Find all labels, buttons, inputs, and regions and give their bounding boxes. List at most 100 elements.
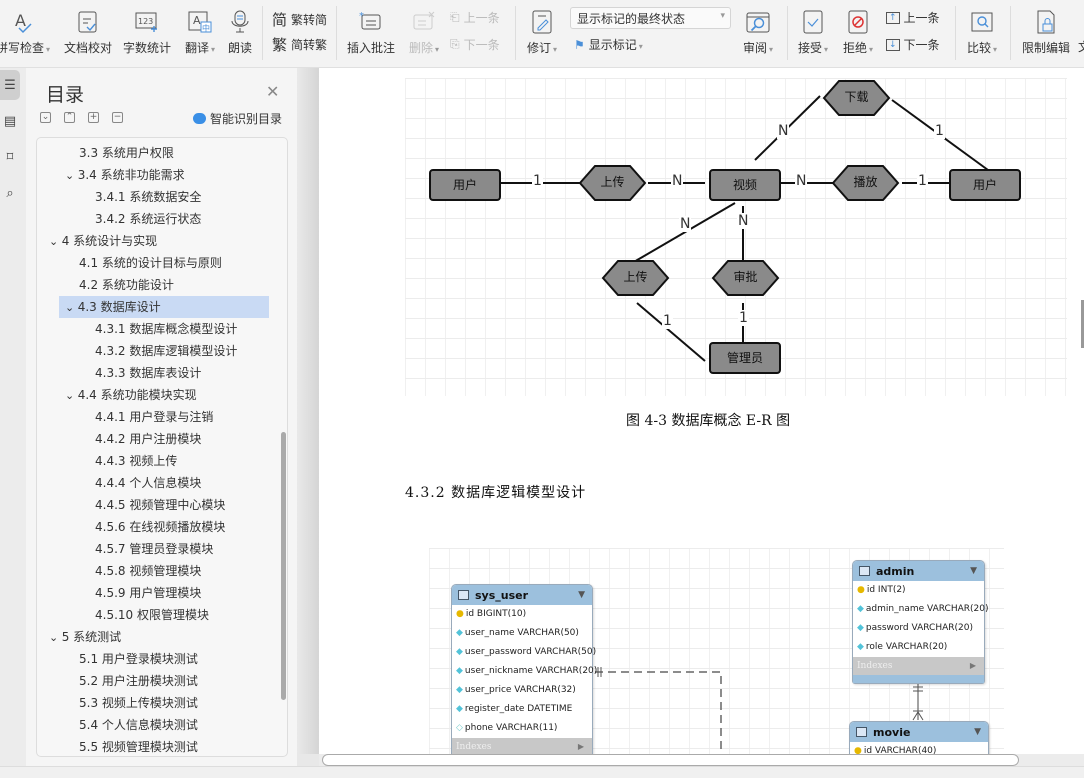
toc-item[interactable]: ⌄ 4.4 系统功能模块实现 bbox=[37, 384, 277, 406]
column-icon: ◆ bbox=[456, 685, 463, 695]
simp-to-trad-button[interactable]: 繁 简转繁 bbox=[272, 36, 328, 54]
toc-item[interactable]: 4.5.6 在线视频播放模块 bbox=[37, 516, 277, 538]
collapse-all-icon[interactable]: − bbox=[112, 112, 123, 123]
divider bbox=[787, 6, 788, 60]
toc-item[interactable]: 4.5.10 权限管理模块 bbox=[37, 604, 277, 626]
close-icon[interactable]: ✕ bbox=[266, 82, 280, 101]
indexes-section[interactable]: Indexes bbox=[853, 657, 984, 675]
toc-item-label: 4.3.1 数据库概念模型设计 bbox=[95, 322, 238, 336]
revise-button[interactable]: 修订 bbox=[524, 0, 560, 64]
column-label: user_password VARCHAR(50) bbox=[464, 647, 597, 657]
toc-item[interactable]: 4.3.1 数据库概念模型设计 bbox=[37, 318, 277, 340]
dropdown-arrow-icon[interactable]: ▼ bbox=[970, 566, 977, 576]
toc-item[interactable]: ⌄ 5 系统测试 bbox=[37, 626, 277, 648]
bookmark-icon[interactable]: ⌑ bbox=[6, 149, 14, 165]
toc-icon[interactable]: ☰ bbox=[0, 70, 20, 100]
table-admin[interactable]: admin▼ ●id INT(2)◆admin_name VARCHAR(20)… bbox=[852, 560, 989, 684]
horizontal-scrollbar[interactable] bbox=[322, 754, 1019, 766]
compare-button[interactable]: 比较 bbox=[962, 0, 1002, 64]
chevron-down-icon[interactable]: ⌄ bbox=[65, 169, 78, 182]
insert-comment-button[interactable]: * 插入批注 bbox=[344, 0, 398, 64]
svg-text:A: A bbox=[15, 11, 26, 30]
toc-item-label: 4.5.6 在线视频播放模块 bbox=[95, 520, 226, 534]
toc-item[interactable]: 3.3 系统用户权限 bbox=[37, 142, 277, 164]
toc-item[interactable]: 4.2 系统功能设计 bbox=[37, 274, 277, 296]
cardinality-label: 1 bbox=[662, 313, 673, 329]
toc-item[interactable]: 4.4.1 用户登录与注销 bbox=[37, 406, 277, 428]
markup-state-select[interactable]: 显示标记的最终状态 bbox=[570, 7, 731, 29]
expand-all-icon[interactable]: + bbox=[88, 112, 99, 123]
toc-item[interactable]: ⌄ 3.4 系统非功能需求 bbox=[37, 164, 277, 186]
toc-item[interactable]: 4.4.4 个人信息模块 bbox=[37, 472, 277, 494]
prev-change-button[interactable]: ↑上一条 bbox=[886, 9, 940, 26]
review-button[interactable]: 审阅 bbox=[740, 0, 776, 64]
table-movie[interactable]: movie▼ ●id VARCHAR(40) bbox=[849, 721, 989, 754]
prev-comment-button[interactable]: ⎗上一条 bbox=[450, 10, 500, 25]
word-count-button[interactable]: 123 字数统计 bbox=[121, 0, 173, 64]
toc-item[interactable]: 4.5.9 用户管理模块 bbox=[37, 582, 277, 604]
toc-item[interactable]: 4.3.3 数据库表设计 bbox=[37, 362, 277, 384]
toc-item[interactable]: 4.4.5 视频管理中心模块 bbox=[37, 494, 277, 516]
toc-item[interactable]: 5.4 个人信息模块测试 bbox=[37, 714, 277, 736]
toc-item[interactable]: 5.2 用户注册模块测试 bbox=[37, 670, 277, 692]
indexes-section[interactable]: Indexes bbox=[452, 738, 592, 754]
toc-item-label: 4.5.10 权限管理模块 bbox=[95, 608, 209, 622]
toc-item[interactable]: 3.4.1 系统数据安全 bbox=[37, 186, 277, 208]
column-icon: ◆ bbox=[456, 628, 463, 638]
toc-item[interactable]: 4.5.7 管理员登录模块 bbox=[37, 538, 277, 560]
delete-comment-button[interactable]: 删除 bbox=[404, 0, 444, 64]
toc-item[interactable]: 3.4.2 系统运行状态 bbox=[37, 208, 277, 230]
toc-scrollbar[interactable] bbox=[281, 432, 286, 700]
accept-button[interactable]: 接受 bbox=[795, 0, 831, 64]
vertical-scrollbar[interactable] bbox=[1081, 300, 1084, 348]
chevron-down-icon[interactable]: ⌄ bbox=[49, 631, 62, 644]
doc-proof-button[interactable]: 文档校对 bbox=[62, 0, 114, 64]
toc-item[interactable]: 4.5.8 视频管理模块 bbox=[37, 560, 277, 582]
dropdown-arrow-icon[interactable]: ▼ bbox=[578, 590, 585, 600]
toc-item[interactable]: 5.1 用户登录模块测试 bbox=[37, 648, 277, 670]
reject-icon bbox=[845, 8, 871, 36]
toc-item[interactable]: 4.3.2 数据库逻辑模型设计 bbox=[37, 340, 277, 362]
collapse-up-icon[interactable]: ⌃ bbox=[64, 112, 75, 123]
divider bbox=[515, 6, 516, 60]
next-change-button[interactable]: ↓下一条 bbox=[886, 36, 940, 53]
toc-item-label: 5.3 视频上传模块测试 bbox=[79, 696, 198, 710]
smart-toc-button[interactable]: 智能识别目录 bbox=[193, 110, 282, 127]
entity-box bbox=[429, 169, 501, 201]
toc-item-label: 5 系统测试 bbox=[61, 630, 122, 644]
entity-box bbox=[709, 342, 781, 374]
toc-item[interactable]: 4.1 系统的设计目标与原则 bbox=[37, 252, 277, 274]
column-label: password VARCHAR(20) bbox=[865, 623, 973, 633]
reject-button[interactable]: 拒绝 bbox=[840, 0, 876, 64]
chevron-down-icon[interactable]: ⌄ bbox=[49, 235, 62, 248]
table-column: ◆register_date DATETIME bbox=[452, 700, 592, 719]
read-aloud-button[interactable]: 朗读 bbox=[224, 0, 256, 64]
cardinality-label: N bbox=[679, 216, 692, 232]
toc-item[interactable]: ⌄ 4.3 数据库设计 bbox=[59, 296, 269, 318]
next-comment-button[interactable]: ⎘下一条 bbox=[450, 37, 500, 52]
show-markup-button[interactable]: ⚑显示标记 bbox=[574, 36, 643, 53]
table-sys-user[interactable]: sys_user▼ ●id BIGINT(10)◆user_name VARCH… bbox=[451, 584, 597, 754]
toc-item[interactable]: 4.4.2 用户注册模块 bbox=[37, 428, 277, 450]
toc-item[interactable]: 5.3 视频上传模块测试 bbox=[37, 692, 277, 714]
chevron-down-icon[interactable]: ⌄ bbox=[65, 301, 78, 314]
relation-approve: 审批 bbox=[733, 270, 758, 284]
trad-to-simp-button[interactable]: 简 繁转简 bbox=[272, 11, 328, 29]
expand-down-icon[interactable]: ⌄ bbox=[40, 112, 51, 123]
dropdown-arrow-icon[interactable]: ▼ bbox=[974, 727, 981, 737]
column-icon: ◆ bbox=[456, 647, 463, 657]
toc-item[interactable]: 4.4.3 视频上传 bbox=[37, 450, 277, 472]
search-icon[interactable]: ⌕ bbox=[6, 185, 14, 201]
restrict-edit-button[interactable]: 限制编辑 bbox=[1018, 0, 1074, 64]
chevron-down-icon[interactable]: ⌄ bbox=[65, 389, 78, 402]
spell-check-button[interactable]: A 拼写检查 bbox=[0, 0, 50, 64]
toc-item[interactable]: ⌄ 4 系统设计与实现 bbox=[37, 230, 277, 252]
truncated-ribbon-label: 文 bbox=[1078, 38, 1084, 55]
column-label: id INT(2) bbox=[866, 585, 906, 595]
outline-icon[interactable]: ▤ bbox=[3, 113, 17, 129]
toc-item[interactable]: 5.5 视频管理模块测试 bbox=[37, 736, 277, 756]
relation-diamond bbox=[711, 260, 780, 296]
entity-box bbox=[949, 169, 1021, 201]
